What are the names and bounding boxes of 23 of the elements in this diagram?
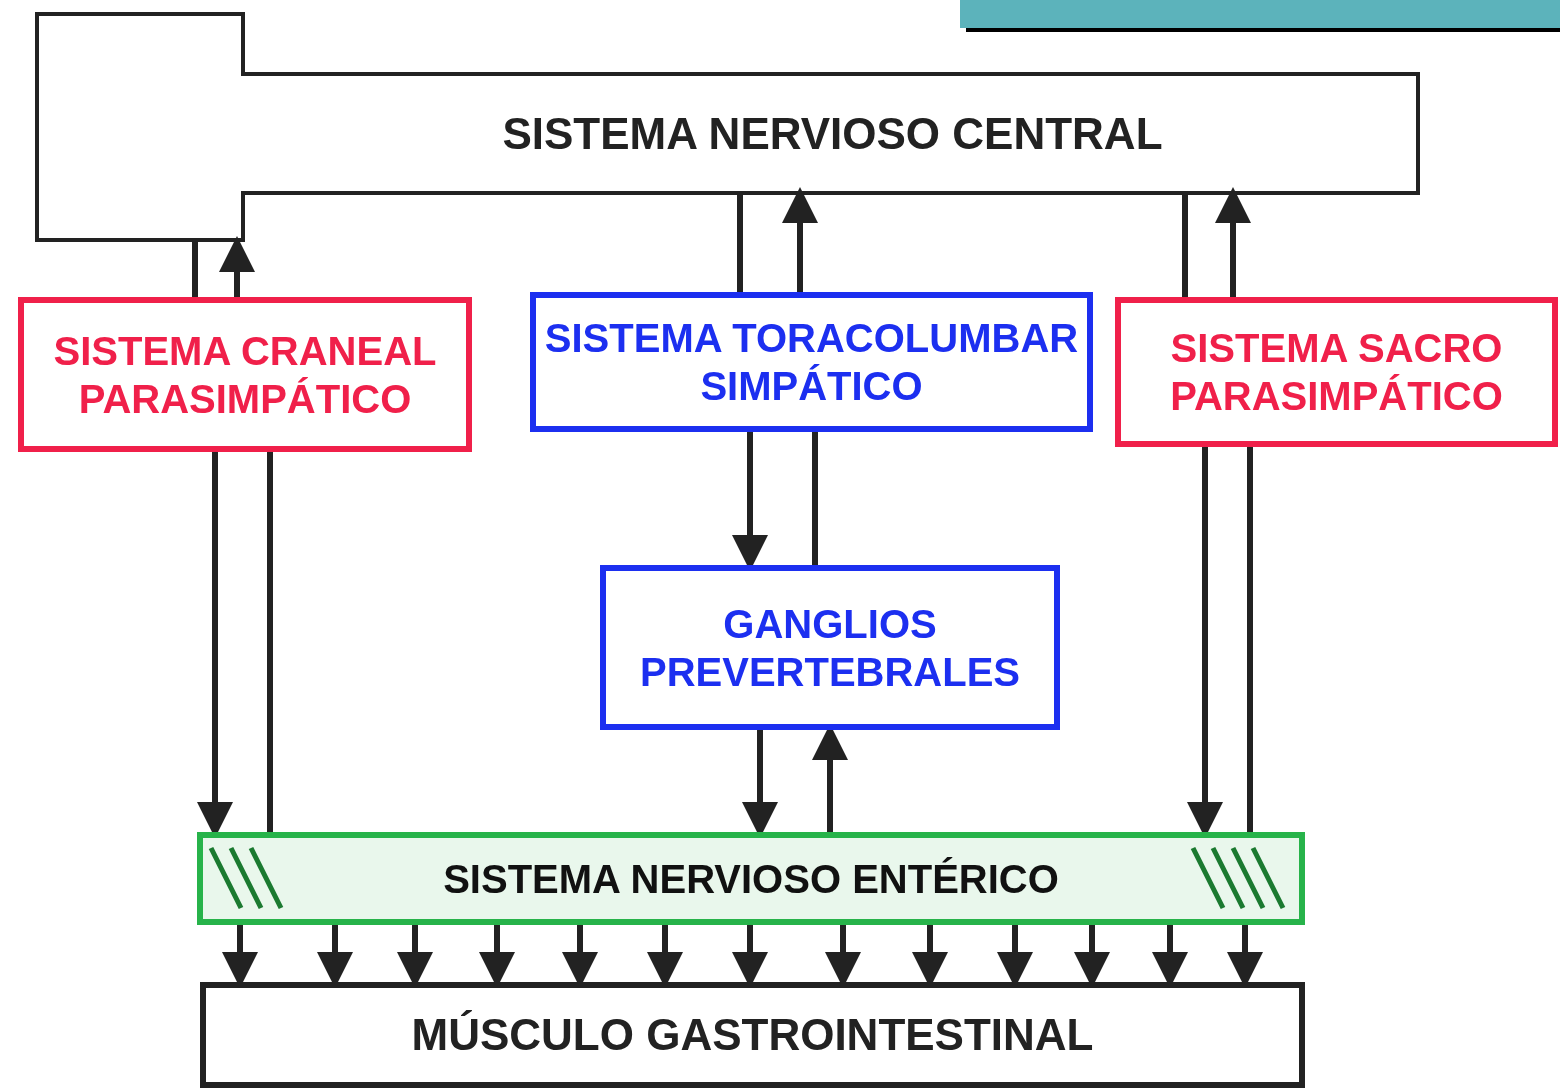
arrow: [1215, 187, 1251, 297]
arrow: [219, 236, 255, 297]
system-box: [600, 565, 1060, 730]
system-box: [530, 292, 1093, 432]
system-box: [18, 297, 472, 452]
node-label: SISTEMA TORACOLUMBAR SIMPÁTICO: [543, 315, 1080, 410]
connector-line: [267, 452, 273, 832]
connector-line: [1247, 447, 1253, 832]
connector-line: [812, 432, 818, 565]
cns-box: [35, 12, 1420, 242]
node-label: SISTEMA NERVIOSO ENTÉRICO: [443, 855, 1059, 903]
enteric-band: [197, 832, 1305, 925]
muscle-box: [200, 982, 1305, 1088]
node-label: SISTEMA NERVIOSO CENTRAL: [502, 107, 1163, 160]
node-label: GANGLIOS PREVERTEBRALES: [638, 600, 1022, 696]
system-box: [1115, 297, 1558, 447]
node-label: SISTEMA CRANEAL PARASIMPÁTICO: [52, 327, 438, 423]
connector-line: [737, 193, 743, 292]
connector-line: [1182, 193, 1188, 297]
arrow: [782, 187, 818, 292]
node-label: MÚSCULO GASTROINTESTINAL: [411, 1008, 1094, 1061]
node-label: SISTEMA SACRO PARASIMPÁTICO: [1169, 325, 1504, 420]
connector-line: [192, 242, 198, 297]
